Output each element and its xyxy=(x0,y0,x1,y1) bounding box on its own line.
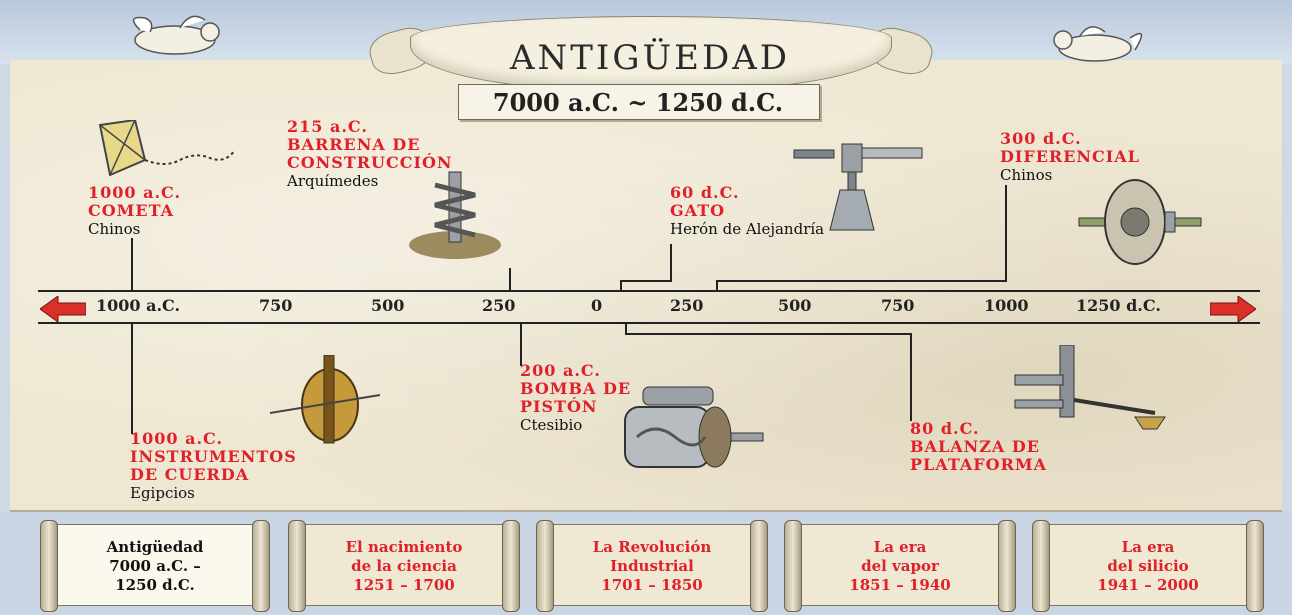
event-title: DIFERENCIAL xyxy=(1000,147,1140,166)
nav-era-antiguedad[interactable]: Antigüedad 7000 a.C. – 1250 d.C. xyxy=(40,520,270,612)
event-title: GATO xyxy=(670,201,726,220)
event-title: BALANZA DE xyxy=(910,437,1040,456)
gato-connector xyxy=(670,244,672,280)
piston-pump-icon[interactable] xyxy=(615,385,765,480)
axis-line-top xyxy=(38,290,1260,292)
nav-label: de la ciencia xyxy=(351,557,457,575)
axis-tick: 0 xyxy=(591,296,603,315)
balanza-connector xyxy=(910,333,912,421)
event-title: COMETA xyxy=(88,201,175,220)
barrena-connector xyxy=(509,268,511,290)
event-date: 60 d.C. xyxy=(670,183,740,202)
date-range-box xyxy=(458,84,820,120)
event-date: 215 a.C. xyxy=(287,117,368,136)
jack-icon[interactable] xyxy=(790,140,930,235)
nav-label: Industrial xyxy=(610,557,694,575)
axis-tick: 1250 d.C. xyxy=(1076,296,1161,315)
instrumentos-connector xyxy=(131,324,133,434)
event-barrena[interactable]: 215 a.C. BARRENA DE CONSTRUCCIÓN Arquíme… xyxy=(287,117,453,191)
gato-connector-v xyxy=(620,280,622,290)
axis-tick: 500 xyxy=(371,296,405,315)
gato-connector-h xyxy=(620,280,672,282)
diferencial-connector xyxy=(1005,185,1007,282)
nav-label: La era xyxy=(873,538,927,556)
nav-label: 1701 – 1850 xyxy=(601,576,703,594)
axis-line-bottom xyxy=(38,322,1260,324)
event-date: 1000 a.C. xyxy=(130,429,224,448)
nav-era-nacimiento-ciencia[interactable]: El nacimiento de la ciencia 1251 – 1700 xyxy=(288,520,520,612)
bomba-connector xyxy=(520,324,522,366)
event-instrumentos[interactable]: 1000 a.C. INSTRUMENTOS DE CUERDA Egipcio… xyxy=(130,429,297,503)
event-title: PISTÓN xyxy=(520,397,598,416)
axis-tick: 1000 xyxy=(984,296,1029,315)
axis-tick: 500 xyxy=(778,296,812,315)
axis-tick: 750 xyxy=(881,296,915,315)
event-gato[interactable]: 60 d.C. GATO Herón de Alejandría xyxy=(670,183,825,239)
event-title: BARRENA DE xyxy=(287,135,421,154)
nav-label: 1251 – 1700 xyxy=(353,576,455,594)
timeline-parchment xyxy=(10,60,1282,512)
axis-tick: 250 xyxy=(670,296,704,315)
event-inventor: Herón de Alejandría xyxy=(670,220,825,238)
event-title: BOMBA DE xyxy=(520,379,632,398)
event-inventor: Chinos xyxy=(1000,166,1053,184)
event-inventor: Arquímedes xyxy=(287,172,379,190)
event-diferencial[interactable]: 300 d.C. DIFERENCIAL Chinos xyxy=(1000,129,1140,185)
diferencial-connector-h xyxy=(716,280,1007,282)
balanza-connector-h xyxy=(625,333,912,335)
axis-tick: 750 xyxy=(259,296,293,315)
event-title: DE CUERDA xyxy=(130,465,250,484)
nav-label: del vapor xyxy=(861,557,939,575)
nav-era-silicio[interactable]: La era del silicio 1941 – 2000 xyxy=(1032,520,1264,612)
cometa-connector xyxy=(131,238,133,290)
differential-gear-icon[interactable] xyxy=(1075,178,1205,268)
nav-label: 1851 – 1940 xyxy=(849,576,951,594)
nav-label: 1250 d.C. xyxy=(115,576,195,594)
event-date: 200 a.C. xyxy=(520,361,601,380)
nav-label: La era xyxy=(1121,538,1175,556)
date-range: 7000 a.C. ~ 1250 d.C. xyxy=(492,88,784,117)
scroll-left-arrow-icon[interactable] xyxy=(40,296,86,322)
page-title: ANTIGÜEDAD xyxy=(509,38,791,78)
event-title: PLATAFORMA xyxy=(910,455,1047,474)
event-title: CONSTRUCCIÓN xyxy=(287,153,453,172)
event-date: 1000 a.C. xyxy=(88,183,182,202)
kite-icon[interactable] xyxy=(95,120,240,180)
event-bomba[interactable]: 200 a.C. BOMBA DE PISTÓN Ctesibio xyxy=(520,361,632,435)
nav-era-vapor[interactable]: La era del vapor 1851 – 1940 xyxy=(784,520,1016,612)
nav-label: 7000 a.C. – xyxy=(109,557,201,575)
balanza-connector-v xyxy=(625,324,627,334)
nav-era-revolucion-industrial[interactable]: La Revolución Industrial 1701 – 1850 xyxy=(536,520,768,612)
platform-scale-icon[interactable] xyxy=(1005,345,1175,435)
diferencial-connector-v xyxy=(716,280,718,290)
event-inventor: Ctesibio xyxy=(520,416,583,434)
nav-label: El nacimiento xyxy=(345,538,463,556)
axis-tick: 1000 a.C. xyxy=(96,296,181,315)
cherub-left-icon xyxy=(132,15,220,55)
event-inventor: Egipcios xyxy=(130,484,195,502)
axis-tick: 250 xyxy=(482,296,516,315)
event-date: 300 d.C. xyxy=(1000,129,1082,148)
event-title: INSTRUMENTOS xyxy=(130,447,297,466)
cherub-right-icon xyxy=(1053,26,1143,62)
event-date: 80 d.C. xyxy=(910,419,980,438)
nav-label: La Revolución xyxy=(592,538,712,556)
title-banner xyxy=(410,16,892,90)
string-instrument-icon[interactable] xyxy=(270,355,385,445)
nav-label: Antigüedad xyxy=(106,538,204,556)
nav-label: del silicio xyxy=(1107,557,1189,575)
scroll-right-arrow-icon[interactable] xyxy=(1210,296,1256,322)
event-cometa[interactable]: 1000 a.C. COMETA Chinos xyxy=(88,183,182,239)
event-balanza[interactable]: 80 d.C. BALANZA DE PLATAFORMA xyxy=(910,420,1047,474)
event-inventor: Chinos xyxy=(88,220,141,238)
nav-label: 1941 – 2000 xyxy=(1097,576,1199,594)
screw-drill-icon[interactable] xyxy=(405,170,505,260)
